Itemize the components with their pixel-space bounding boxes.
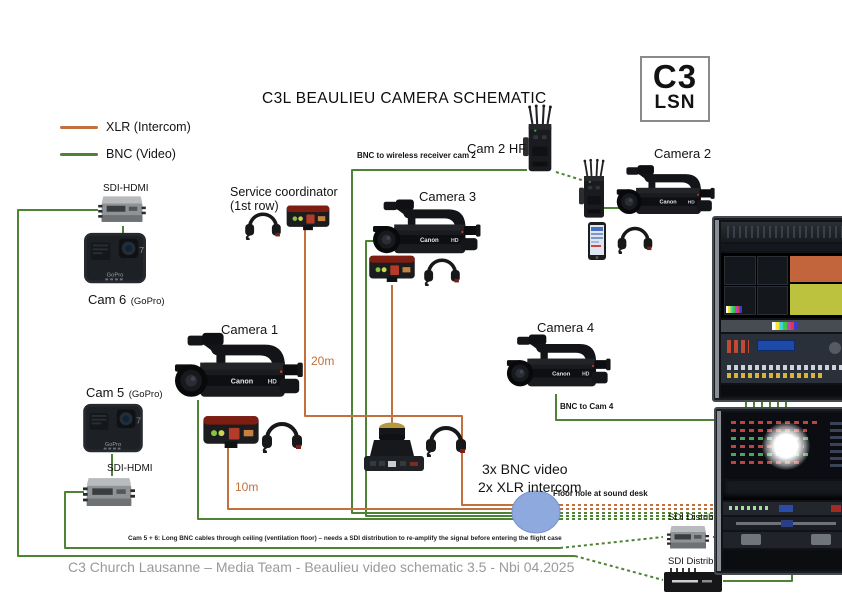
rack-rail [715,220,719,398]
rack-unit-top [721,222,842,242]
legend-xlr-line [60,126,98,129]
cable-bnc-cam6-long [17,209,575,557]
cable-bnc-camera1 [197,400,560,520]
camera4 [504,330,612,396]
intercom-beltpack-cam1 [201,414,261,448]
cam6-label: Cam 6 (GoPro) [88,292,165,307]
video-switcher-flightcase [712,216,842,402]
service-coordinator-row: (1st row) [230,199,279,213]
legend-xlr-label: XLR (Intercom) [106,120,191,134]
bnc-wireless-label: BNC to wireless receiver cam 2 [357,151,476,160]
camera2-label: Camera 2 [654,146,712,161]
sdi-hdmi-converter-cam5 [83,474,135,512]
sdi-distrib1-label: SDI Distrib [668,512,714,523]
footer-text: C3 Church Lausanne – Media Team - Beauli… [68,559,575,575]
gopro-cam6 [84,230,146,288]
camera3 [370,196,482,262]
intercom-flightcase [714,407,842,575]
bnc-video-cables-dotted [555,171,716,581]
rack-strip [721,319,842,333]
long-cable-note: Cam 5 + 6: Long BNC cables through ceili… [128,535,562,542]
cable-bnc-camera3 [365,240,560,517]
program-yellow [790,283,842,315]
rack-rail [717,411,721,571]
headset-cam2 [616,222,654,254]
page-title: C3L BEAULIEU CAMERA SCHEMATIC [262,90,547,107]
multiview-monitor [721,253,842,318]
camera4-label: Camera 4 [537,320,595,335]
camera2 [614,156,716,228]
cable-bnc-camera4 [555,394,716,421]
screen-side-column [830,421,842,467]
cam2hf-label: Cam 2 HF [467,141,527,156]
cable-cam6-to-distrib2 [574,555,664,581]
cable-xlr-coordinator [304,230,560,506]
wireless-receiver-cam2 [579,158,609,224]
cable-xlr-camera1 [227,446,560,510]
bundle-xlr-label: 2x XLR intercom [478,479,582,495]
program-orange [790,256,842,282]
smartphone-cam2 [587,222,607,260]
camera1-label: Camera 1 [221,322,279,337]
switcher-control-surface [721,334,842,384]
floor-hole [511,490,561,534]
cable-bnc-cam2hf [351,169,560,514]
wireless-transmitter-cam2hf [523,104,557,178]
legend-bnc-line [60,153,98,156]
rack-unit-thin [721,243,842,252]
switcher-joystick [829,342,841,355]
sdi-distrib2-label: SDI Distrib [668,556,714,567]
cable-length-10m: 10m [235,480,259,494]
headset-station [424,421,468,457]
sdi-hdmi-label-cam6: SDI-HDMI [103,183,149,194]
service-coordinator-label: Service coordinator [230,185,338,199]
switcher-button-row [727,373,823,379]
camera-flash-glare [762,422,810,470]
colorbar-thumbnail [726,305,742,313]
multiview-grid [724,256,789,315]
cable-length-20m: 20m [311,354,335,368]
case-latch-row [723,532,842,548]
status-screen [723,413,842,479]
xlr-intercom-cables-dotted [560,504,716,510]
multiview-program [790,256,842,315]
switcher-lcd [757,340,795,352]
sdi-distrib1 [662,523,714,553]
headset-cam1 [260,417,304,453]
headset-cam3 [422,254,462,286]
gopro-cam5 [82,402,144,456]
cable-cam5-to-distrib1 [559,536,664,549]
switcher-button-row [727,365,842,371]
rack-base [721,385,842,396]
legend-bnc-label: BNC (Video) [106,147,176,161]
cable-bnc-cam5-long [64,491,560,549]
rack-unit-1 [723,502,842,515]
colorbar-strip [772,322,798,331]
sdi-hdmi-converter-cam6 [97,193,147,227]
intercom-beltpack-coordinator [285,203,331,231]
bnc-cam4-label: BNC to Cam 4 [560,402,614,411]
rack-cabling-shelf [723,481,842,500]
intercom-beltpack-cam3 [367,254,417,282]
rack-base [723,550,842,569]
rack-unit-2 [723,517,842,530]
camera3-label: Camera 3 [419,189,477,204]
floor-hole-label: Floor hole at sound desk [553,489,648,498]
camera1 [164,332,312,404]
logo-line1: C3 [652,58,698,95]
cam5-label: Cam 5 (GoPro) [86,385,163,400]
case-latch [740,534,761,545]
case-latch [811,534,832,545]
c3-lsn-logo: C3 LSN [640,56,710,122]
sdi-hdmi-label-cam5: SDI-HDMI [107,463,153,474]
switcher-keypad [727,340,749,354]
xlr-intercom-cables [227,230,560,510]
logo-line2: LSN [654,92,696,113]
bundle-bnc-label: 3x BNC video [482,461,568,477]
